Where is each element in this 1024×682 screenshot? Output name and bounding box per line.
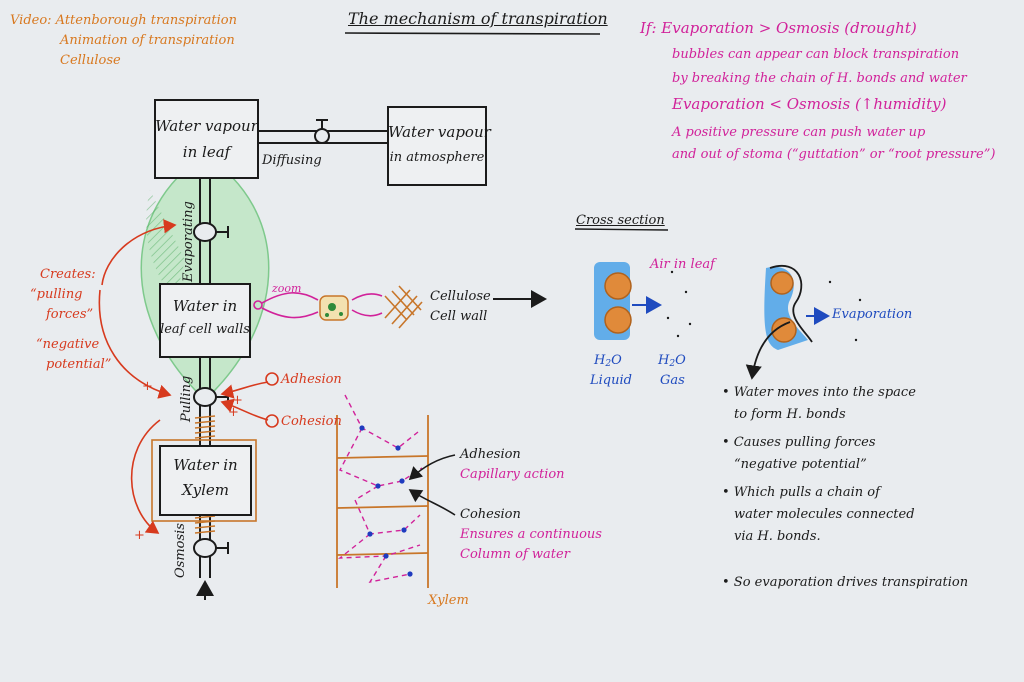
creates-arrows [98, 219, 269, 534]
condition-line-3: by breaking the chain of H. bonds and wa… [672, 71, 967, 86]
plus-sign-2: + [232, 393, 243, 408]
h2o-liquid-label: Liquid [590, 373, 632, 388]
bullet-line-1: • Water moves into the space [722, 385, 916, 400]
bullet-line-7: via H. bonds. [734, 529, 821, 544]
cellulose-label-2: Cell wall [430, 309, 488, 324]
cross-section-evaporation [764, 265, 813, 350]
box-atmosphere-label-1: Water vapour [388, 123, 491, 141]
valve-icon [193, 119, 330, 558]
box-vapour-leaf-label-2: in leaf [182, 143, 231, 161]
box-leaf-cell-walls [159, 283, 251, 358]
plus-sign-4: + [134, 528, 145, 543]
cross-section-title: Cross section [576, 213, 665, 228]
air-in-leaf-label: Air in leaf [650, 257, 715, 272]
condition-line-2: bubbles can appear can block transpirati… [672, 47, 960, 62]
box-atmosphere-label-2: in atmosphere [389, 150, 485, 165]
cross-section-liquid [594, 262, 632, 340]
adhesion-label: Adhesion [281, 372, 342, 387]
evaporating-label: Evaporating [181, 201, 196, 282]
box-vapour-leaf [154, 99, 259, 179]
xylem-label: Xylem [428, 593, 469, 608]
bullet-line-8: • So evaporation drives transpiration [722, 575, 969, 590]
condition-line-1: If: Evaporation > Osmosis (drought) [640, 19, 917, 37]
plant-cell-icon [319, 295, 349, 321]
bullet-line-2: to form H. bonds [734, 407, 846, 422]
ensures-label-2: Column of water [460, 547, 570, 562]
h2o-gas-formula: H2O [658, 353, 686, 369]
creates-label-2: “pulling [30, 287, 83, 302]
cellulose-mesh-icon [384, 285, 423, 329]
box-vapour-atmosphere [387, 106, 487, 186]
cohesion-label: Cohesion [281, 414, 342, 429]
cellulose-label-1: Cellulose [430, 289, 491, 304]
plus-sign-3: + [228, 405, 239, 420]
osmosis-label: Osmosis [173, 523, 188, 578]
video-note-1: Video: Attenborough transpiration [10, 13, 237, 28]
creates-label-3: forces” [46, 307, 94, 322]
diffusing-label: Diffusing [262, 153, 322, 168]
zoom-point [253, 300, 263, 310]
capillary-label: Capillary action [460, 467, 565, 482]
condition-line-6: and out of stoma (“guttation” or “root p… [672, 147, 996, 162]
video-note-2: Animation of transpiration [60, 33, 235, 48]
box-vapour-leaf-label-1: Water vapour [155, 117, 258, 135]
condition-line-5: A positive pressure can push water up [672, 125, 926, 140]
gas-dots [666, 270, 692, 338]
plus-sign-1: + [142, 379, 153, 394]
h2o-liquid-formula: H2O [594, 353, 622, 369]
molecule-dots [359, 425, 413, 577]
ensures-label-1: Ensures a continuous [460, 527, 602, 542]
condition-line-4: Evaporation < Osmosis (↑humidity) [672, 95, 947, 113]
box-cellwalls-label-1: Water in [172, 297, 238, 315]
pulling-label: Pulling [179, 375, 194, 422]
bullet-line-6: water molecules connected [734, 507, 915, 522]
box-xylem-label-1: Water in [173, 456, 238, 474]
xylem-vessel [336, 415, 429, 588]
box-xylem-label-2: Xylem [181, 481, 230, 499]
xylem-adhesion-label: Adhesion [460, 447, 521, 462]
creates-label-4: “negative [36, 337, 100, 352]
box-xylem-water [159, 445, 252, 516]
creates-label-1: Creates: [40, 267, 96, 282]
box-cellwalls-label-2: leaf cell walls [160, 322, 250, 337]
page-title: The mechanism of transpiration [348, 9, 608, 28]
bullet-line-3: • Causes pulling forces [722, 435, 876, 450]
zoom-label: zoom [272, 282, 302, 295]
h2o-gas-label: Gas [660, 373, 685, 388]
bullet-line-4: “negative potential” [734, 457, 867, 472]
bullet-line-5: • Which pulls a chain of [722, 485, 880, 500]
evaporation-label: Evaporation [832, 307, 913, 322]
creates-label-5: potential” [46, 357, 112, 372]
video-note-3: Cellulose [60, 53, 121, 68]
xylem-cohesion-label: Cohesion [460, 507, 521, 522]
xylem-coil [194, 415, 216, 534]
